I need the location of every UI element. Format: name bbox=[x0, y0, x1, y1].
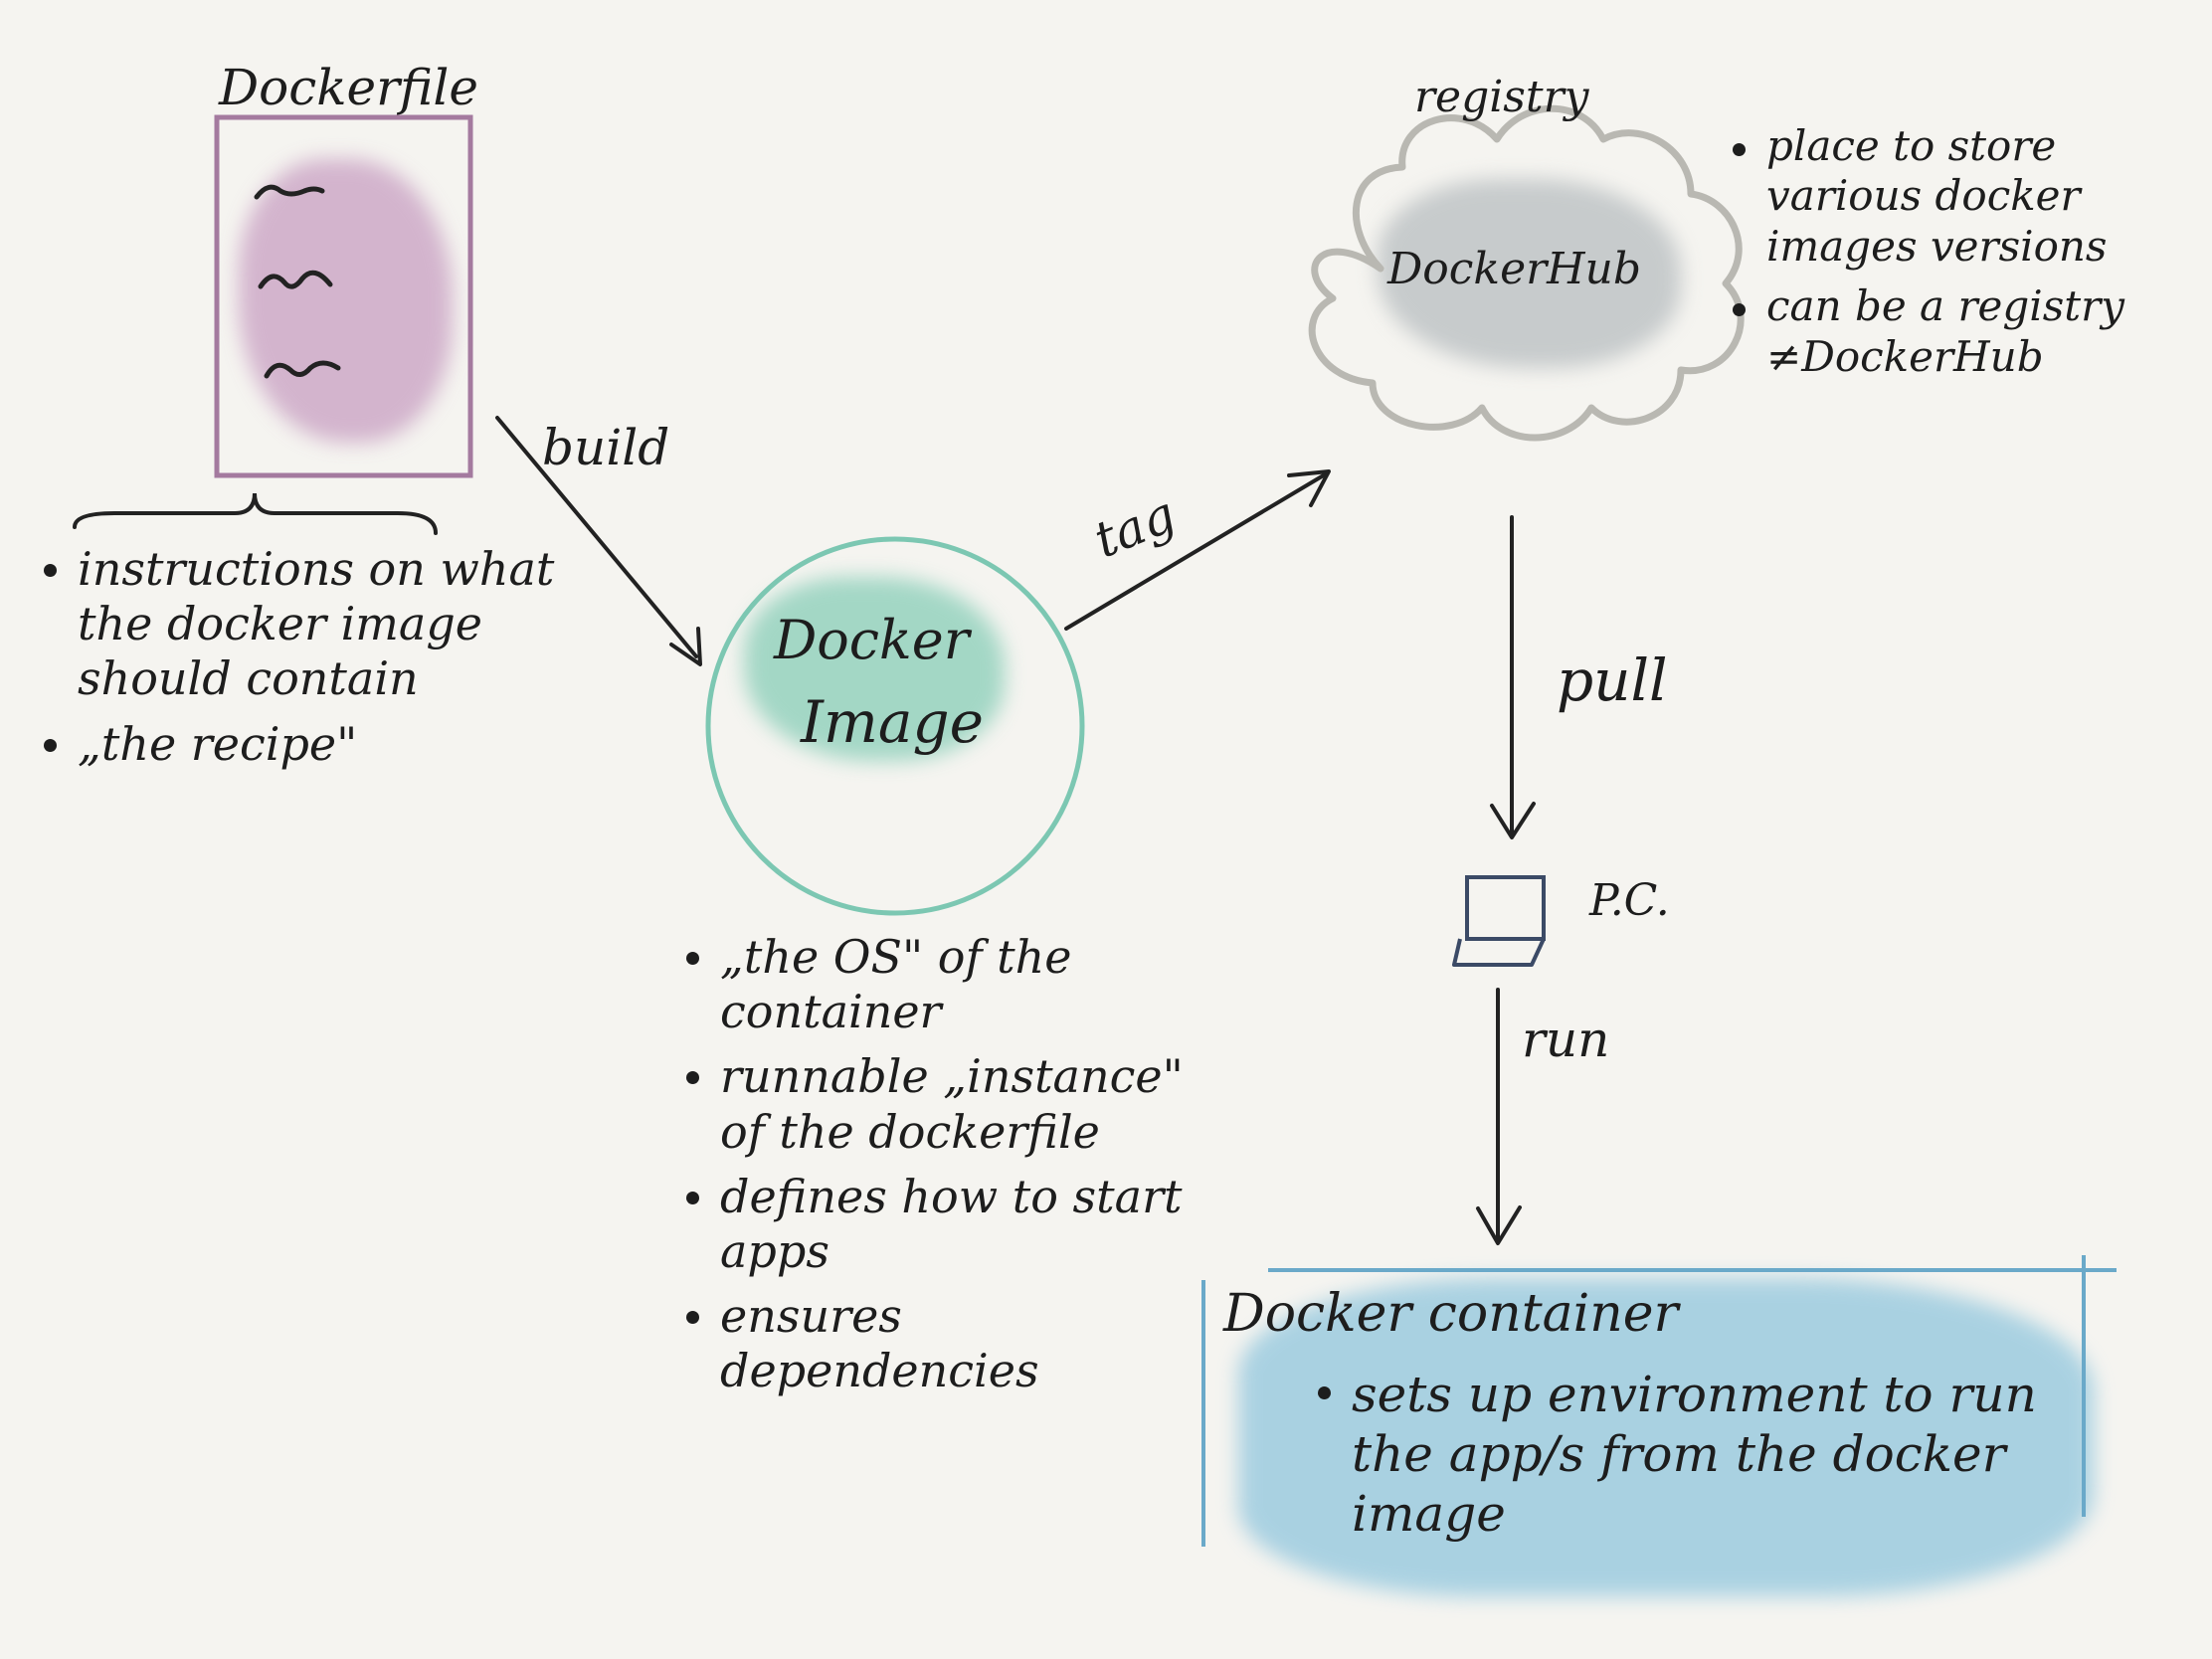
dockerfile-note: „the recipe" bbox=[44, 717, 601, 772]
docker-image-notes: „the OS" of the container runnable „inst… bbox=[686, 930, 1203, 1409]
registry-note: place to store various docker images ver… bbox=[1733, 121, 2200, 272]
dockerfile-wash bbox=[239, 159, 453, 443]
container-wash bbox=[1238, 1278, 2094, 1596]
build-label: build bbox=[542, 419, 670, 476]
dockerfile-note: instructions on what the docker image sh… bbox=[44, 542, 601, 707]
dockerfile-brace bbox=[73, 492, 438, 535]
docker-image-note: ensures dependencies bbox=[686, 1289, 1203, 1398]
container-note: sets up environment to run the app/s fro… bbox=[1318, 1365, 2074, 1544]
docker-image-note: „the OS" of the container bbox=[686, 930, 1203, 1039]
tag-arrow bbox=[1064, 469, 1331, 631]
registry-cloud bbox=[1308, 104, 1745, 442]
run-arrow bbox=[1476, 988, 1522, 1245]
dockerhub-wash bbox=[1378, 179, 1681, 368]
dockerfile-notes: instructions on what the docker image sh… bbox=[44, 542, 601, 782]
dockerfile-box bbox=[214, 114, 473, 478]
laptop-icon bbox=[1452, 875, 1546, 967]
pull-label: pull bbox=[1557, 646, 1668, 714]
docker-image-note: defines how to start apps bbox=[686, 1170, 1203, 1279]
docker-image-wash bbox=[744, 577, 1005, 761]
container-notes: sets up environment to run the app/s fro… bbox=[1318, 1365, 2074, 1554]
docker-image-note: runnable „instance" of the dockerfile bbox=[686, 1049, 1203, 1159]
container-title: Docker container bbox=[1223, 1284, 1679, 1344]
registry-title: registry bbox=[1414, 72, 1589, 122]
registry-notes: place to store various docker images ver… bbox=[1733, 121, 2200, 392]
dockerhub-label: DockerHub bbox=[1387, 244, 1642, 294]
run-label: run bbox=[1522, 1011, 1610, 1068]
build-arrow bbox=[495, 416, 702, 666]
docker-image-line2: Image bbox=[801, 688, 984, 756]
dockerfile-title: Dockerfile bbox=[219, 59, 478, 116]
pc-label: P.C. bbox=[1589, 875, 1670, 926]
docker-image-line1: Docker bbox=[774, 609, 970, 671]
pull-arrow bbox=[1490, 515, 1536, 839]
registry-note: can be a registry ≠DockerHub bbox=[1733, 281, 2200, 382]
container-frame bbox=[1201, 1255, 2117, 1547]
docker-image-circle bbox=[705, 536, 1085, 916]
